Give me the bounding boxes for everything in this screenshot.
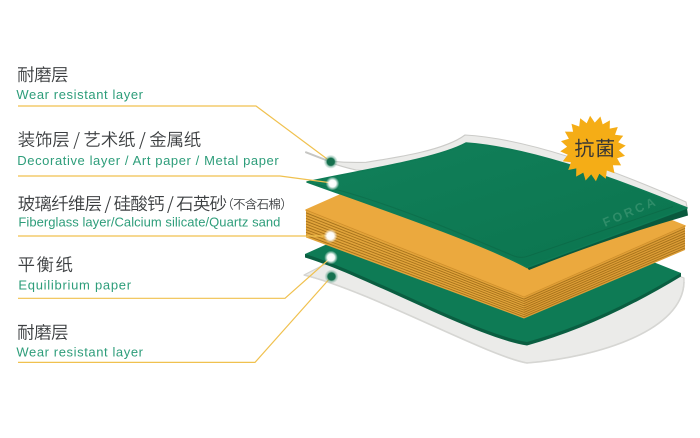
svg-text:Decorative layer / Art paper /: Decorative layer / Art paper / Metal pap… (17, 153, 279, 168)
svg-text:Fiberglass layer/Calcium silic: Fiberglass layer/Calcium silicate/Quartz… (18, 215, 280, 230)
svg-text:Equilibrium paper: Equilibrium paper (18, 278, 131, 293)
svg-text:Wear resistant layer: Wear resistant layer (16, 87, 143, 102)
svg-text:Wear resistant layer: Wear resistant layer (16, 345, 143, 360)
